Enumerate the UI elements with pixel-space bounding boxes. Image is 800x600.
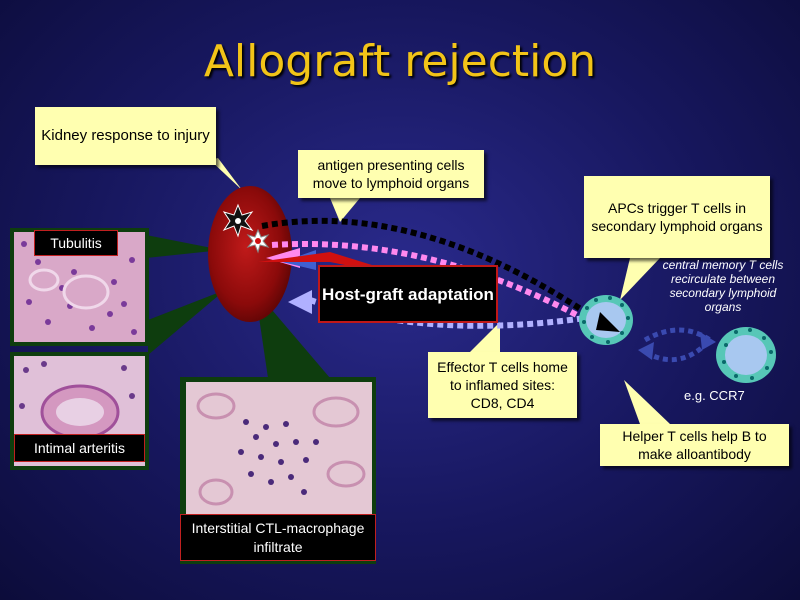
helper-callout: Helper T cells help B to make alloantibo… <box>600 424 789 466</box>
effector-arrowhead <box>288 290 312 314</box>
apc-trigger-callout: APCs trigger T cells in secondary lympho… <box>584 176 770 258</box>
intimal-pointer <box>148 290 225 355</box>
ccr7-label: e.g. CCR7 <box>684 388 745 403</box>
interstitial-panel: Interstitial CTL-macrophage infiltrate <box>180 377 376 564</box>
recirculation-loop <box>645 330 710 360</box>
intimal-label: Intimal arteritis <box>14 434 145 462</box>
helper-callout-pointer <box>624 380 670 424</box>
tubulitis-panel: Tubulitis <box>10 228 149 346</box>
apc-move-callout: antigen presenting cells move to lymphoi… <box>298 150 484 198</box>
apc-trigger-callout-pointer <box>620 258 660 300</box>
intimal-panel: Intimal arteritis <box>10 352 149 470</box>
tubulitis-label: Tubulitis <box>34 230 118 256</box>
effector-callout: Effector T cells home to inflamed sites:… <box>428 352 577 418</box>
kidney-response-callout: Kidney response to injury <box>35 107 216 165</box>
central-memory-note: central memory T cells recirculate betwe… <box>658 258 788 314</box>
interstitial-image <box>186 382 372 517</box>
effector-callout-pointer <box>470 322 500 352</box>
slide-title: Allograft rejection <box>0 36 800 87</box>
interstitial-label: Interstitial CTL-macrophage infiltrate <box>180 514 376 561</box>
host-graft-box: Host-graft adaptation <box>318 265 498 323</box>
kidney-shape <box>208 186 292 322</box>
